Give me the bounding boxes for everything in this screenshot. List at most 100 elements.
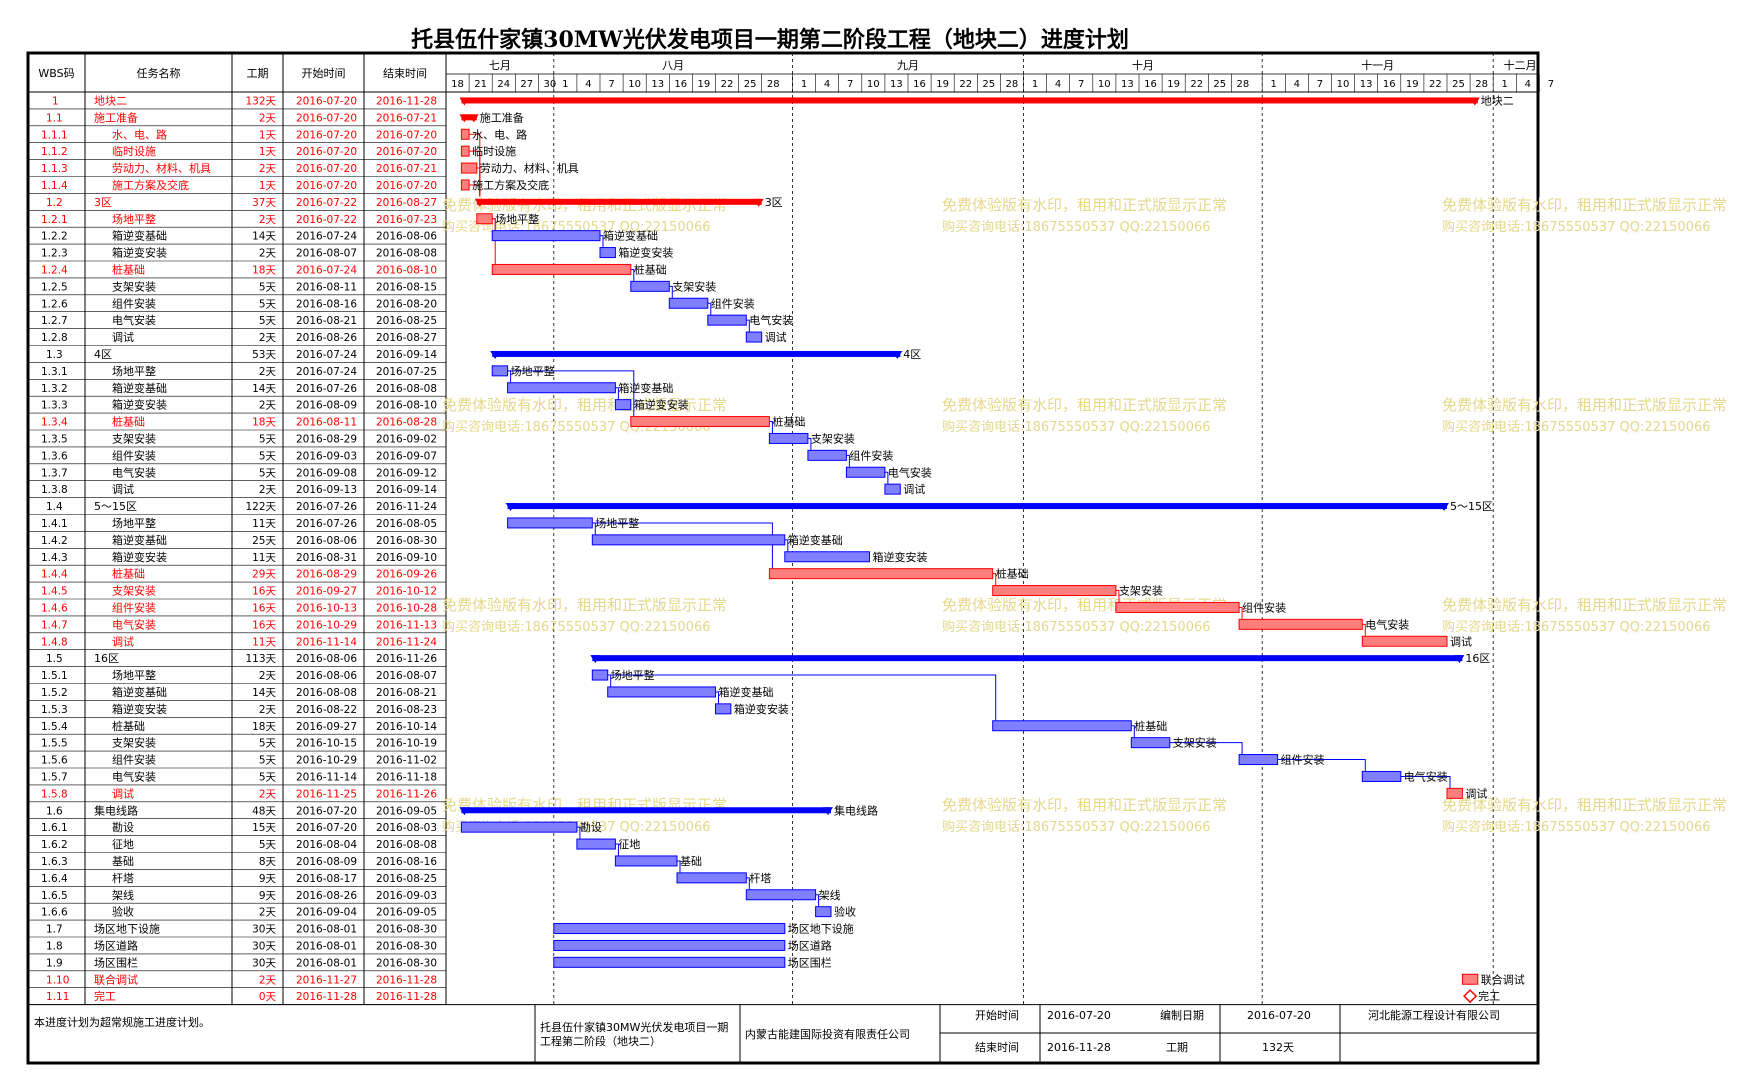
row-end: 2016-10-28	[376, 602, 437, 614]
row-start: 2016-07-20	[296, 146, 357, 158]
row-duration: 1天	[259, 146, 277, 158]
row-wbs: 1.4.2	[41, 535, 68, 547]
day-tick-label: 1	[1271, 79, 1277, 90]
bar-label: 完工	[1478, 989, 1500, 1003]
row-start: 2016-08-06	[296, 535, 357, 547]
row-start: 2016-08-26	[296, 890, 357, 902]
bar-label: 勘设	[580, 821, 602, 834]
row-end: 2016-08-25	[376, 873, 437, 885]
task-bar	[807, 449, 847, 461]
summary-end-cap	[1454, 655, 1465, 664]
row-wbs: 1.9	[46, 957, 63, 969]
row-duration: 5天	[259, 298, 277, 310]
month-label: 八月	[662, 59, 684, 72]
day-tick-label: 19	[1406, 79, 1419, 90]
row-start: 2016-07-20	[296, 163, 357, 175]
row-wbs: 1.6.1	[41, 822, 68, 834]
footer-start-label: 开始时间	[975, 1008, 1019, 1022]
row-duration: 5天	[259, 315, 277, 327]
row-name: 组件安装	[112, 296, 156, 310]
row-name: 场区围栏	[94, 955, 138, 969]
row-name: 劳动力、材料、机具	[112, 161, 211, 175]
dependency-line	[1115, 590, 1120, 602]
bar-label: 支架安装	[1173, 736, 1217, 750]
row-duration: 0天	[259, 991, 277, 1003]
row-name: 验收	[112, 905, 134, 919]
row-start: 2016-07-24	[296, 366, 357, 378]
row-start: 2016-10-13	[296, 602, 357, 614]
dependency-line	[576, 826, 581, 839]
month-label: 十月	[1132, 58, 1154, 72]
dependency-line	[615, 387, 619, 400]
row-start: 2016-10-29	[296, 755, 357, 767]
row-wbs: 1.3.2	[41, 383, 68, 395]
row-end: 2016-08-20	[376, 298, 437, 310]
summary-start-cap	[490, 350, 501, 359]
bar-label: 电气安装	[1404, 769, 1448, 783]
row-duration: 122天	[245, 501, 276, 513]
task-bar	[745, 889, 817, 901]
row-end: 2016-07-23	[376, 214, 437, 226]
row-wbs: 1.4.6	[41, 602, 68, 614]
row-end: 2016-08-30	[376, 957, 437, 969]
row-end: 2016-08-06	[376, 231, 437, 243]
row-start: 2016-09-08	[296, 467, 357, 479]
task-bar	[614, 399, 632, 411]
summary-end-cap	[468, 114, 479, 123]
task-bar	[668, 297, 709, 309]
summary-bar	[507, 503, 1448, 510]
row-name: 电气安装	[112, 465, 156, 479]
task-bar	[1446, 787, 1463, 799]
row-wbs: 1.2.8	[41, 332, 68, 344]
row-wbs: 1.3.6	[41, 450, 68, 462]
task-bar	[507, 382, 616, 394]
bar-label: 箱逆变基础	[788, 533, 843, 547]
bar-label: 电气安装	[749, 313, 793, 327]
day-tick-label: 4	[1055, 79, 1061, 90]
row-end: 2016-09-02	[376, 433, 437, 445]
row-wbs: 1.6.2	[41, 839, 68, 851]
row-end: 2016-09-14	[376, 349, 437, 361]
row-start: 2016-07-24	[296, 264, 357, 276]
row-name: 集电线路	[94, 803, 138, 817]
row-start: 2016-09-27	[296, 586, 357, 598]
bar-label: 桩基础	[1134, 719, 1167, 733]
row-wbs: 1.5.8	[41, 788, 68, 800]
task-bar	[784, 551, 870, 563]
day-tick-label: 25	[1213, 79, 1226, 90]
watermark-line: 免费体验版有水印，租用和正式版显示正常	[1442, 396, 1727, 414]
bar-label: 联合调试	[1481, 972, 1525, 986]
day-tick-label: 13	[1360, 79, 1373, 90]
bar-label: 劳动力、材料、机具	[480, 161, 579, 175]
row-start: 2016-08-01	[296, 940, 357, 952]
task-bar	[1361, 635, 1448, 647]
day-tick-label: 21	[474, 79, 487, 90]
task-bar	[460, 179, 470, 191]
header-wbs: WBS码	[38, 67, 74, 80]
bar-label: 施工方案及交底	[472, 178, 549, 192]
row-wbs: 1.1.3	[41, 163, 68, 175]
row-end: 2016-09-26	[376, 569, 437, 581]
row-name: 临时设施	[112, 144, 156, 158]
row-duration: 113天	[245, 653, 276, 665]
dependency-line	[807, 437, 812, 450]
summary-start-cap	[459, 807, 470, 816]
day-tick-label: 13	[890, 79, 903, 90]
task-bar	[491, 263, 632, 275]
row-start: 2016-07-20	[296, 180, 357, 192]
dependency-line	[707, 302, 712, 315]
bar-label: 调试	[765, 331, 787, 344]
row-duration: 2天	[259, 112, 277, 124]
row-duration: 8天	[259, 856, 277, 868]
row-start: 2016-08-06	[296, 670, 357, 682]
day-tick-label: 10	[1337, 79, 1350, 90]
row-start: 2016-07-20	[296, 805, 357, 817]
row-wbs: 1.6.6	[41, 907, 68, 919]
row-duration: 2天	[259, 163, 277, 175]
day-tick-label: 4	[585, 79, 591, 90]
row-duration: 2天	[259, 670, 277, 682]
task-bar	[815, 906, 832, 918]
task-bar	[884, 483, 901, 495]
bar-label: 组件安装	[711, 296, 755, 310]
